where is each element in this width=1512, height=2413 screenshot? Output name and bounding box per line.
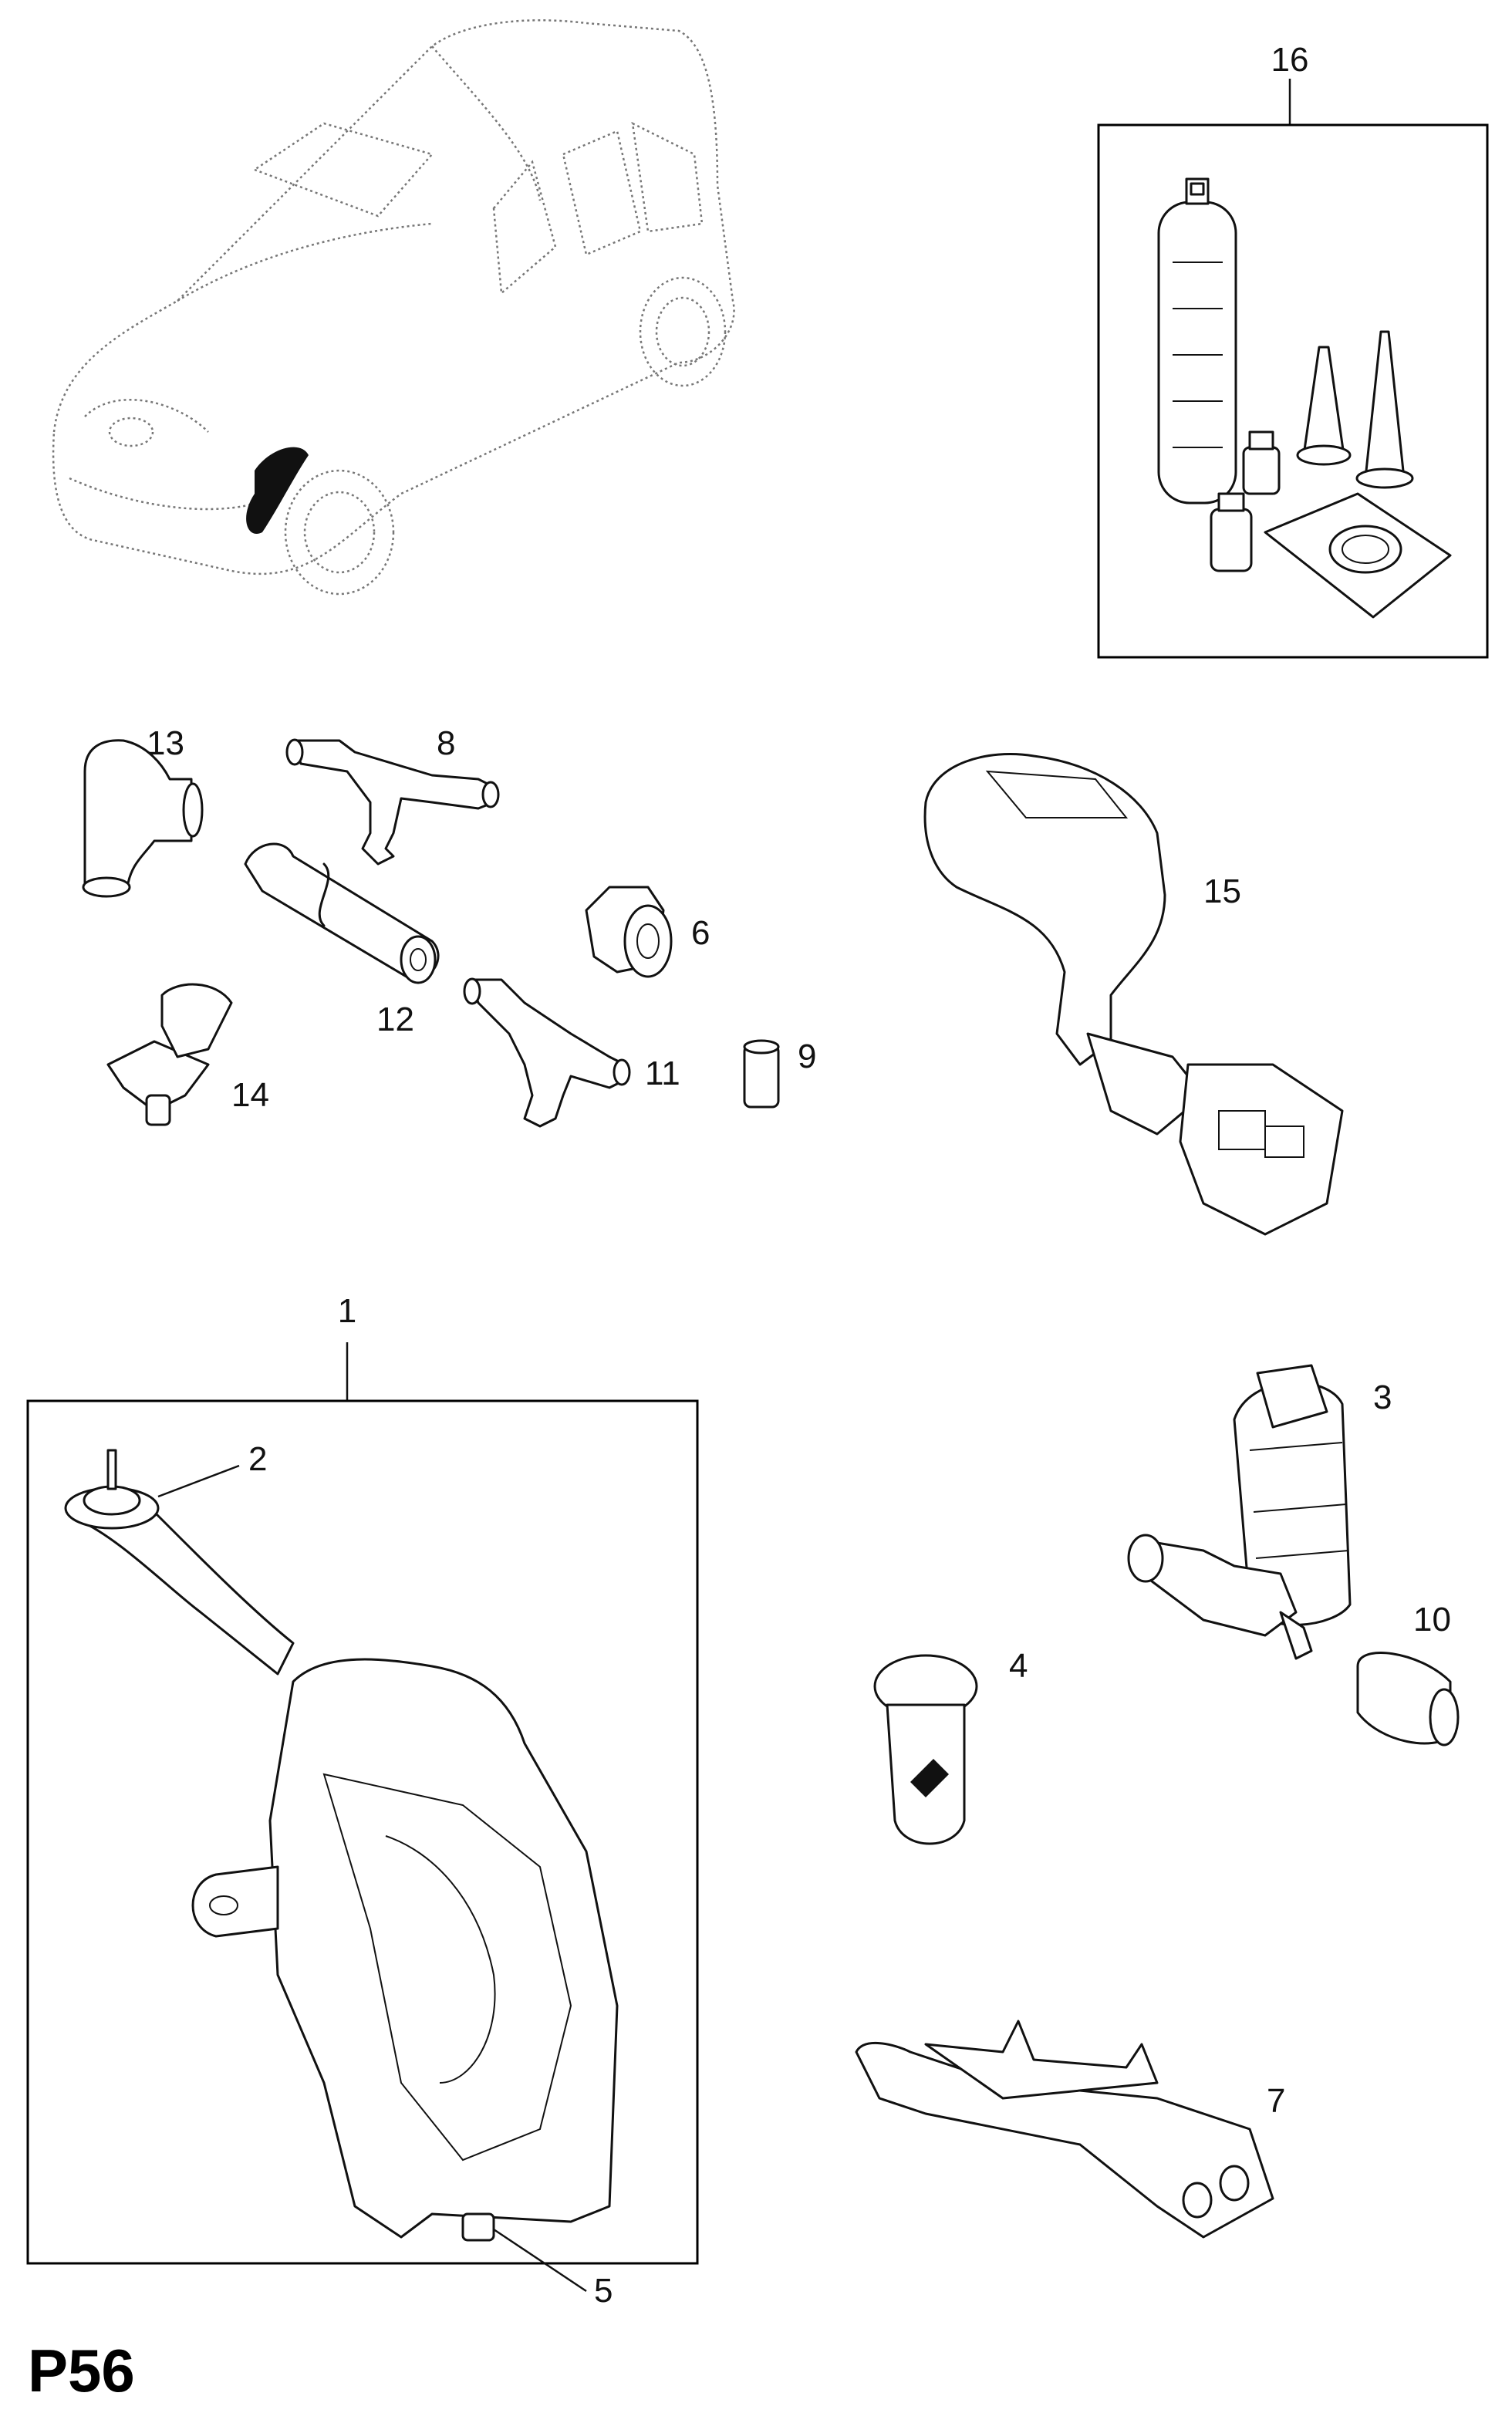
part-8-t-connector: 8 (285, 724, 500, 866)
part-4-grommet-plug: 4 (873, 1647, 1028, 1845)
part-3-washer-pump: 3 (1127, 1364, 1392, 1660)
part-7-washer-nozzle: 7 (855, 2020, 1285, 2239)
callout-8: 8 (437, 724, 455, 762)
part-6-grommet: 6 (585, 886, 710, 978)
callout-6: 6 (691, 914, 710, 952)
callout-10: 10 (1413, 1601, 1451, 1638)
part-16-sealant-kit: 16 (1097, 41, 1489, 659)
callout-3: 3 (1373, 1379, 1392, 1416)
part-13-elbow-connector: 13 (82, 724, 204, 898)
part-11-t-connector: 11 (463, 977, 680, 1128)
callout-5: 5 (594, 2272, 613, 2310)
vehicle-locator (52, 19, 735, 596)
callout-11: 11 (645, 1055, 680, 1092)
callout-9: 9 (798, 1038, 816, 1075)
part-12-hose: 12 (244, 842, 440, 1038)
part-1-washer-reservoir: 1 2 5 (26, 1292, 699, 2310)
callout-12: 12 (376, 1001, 414, 1038)
part-9-sleeve: 9 (743, 1038, 816, 1109)
callout-15: 15 (1203, 872, 1241, 910)
callout-16: 16 (1271, 41, 1309, 79)
part-15-wiper-stalk-switch: 15 (923, 753, 1344, 1236)
page-code: P56 (28, 2337, 135, 2405)
callout-7: 7 (1267, 2082, 1285, 2120)
callout-2: 2 (248, 1440, 267, 1478)
part-10-sleeve: 10 (1356, 1601, 1460, 1746)
callout-4: 4 (1009, 1647, 1028, 1685)
callout-14: 14 (231, 1076, 269, 1114)
part-14-clip: 14 (106, 983, 269, 1126)
callout-1: 1 (338, 1292, 356, 1330)
